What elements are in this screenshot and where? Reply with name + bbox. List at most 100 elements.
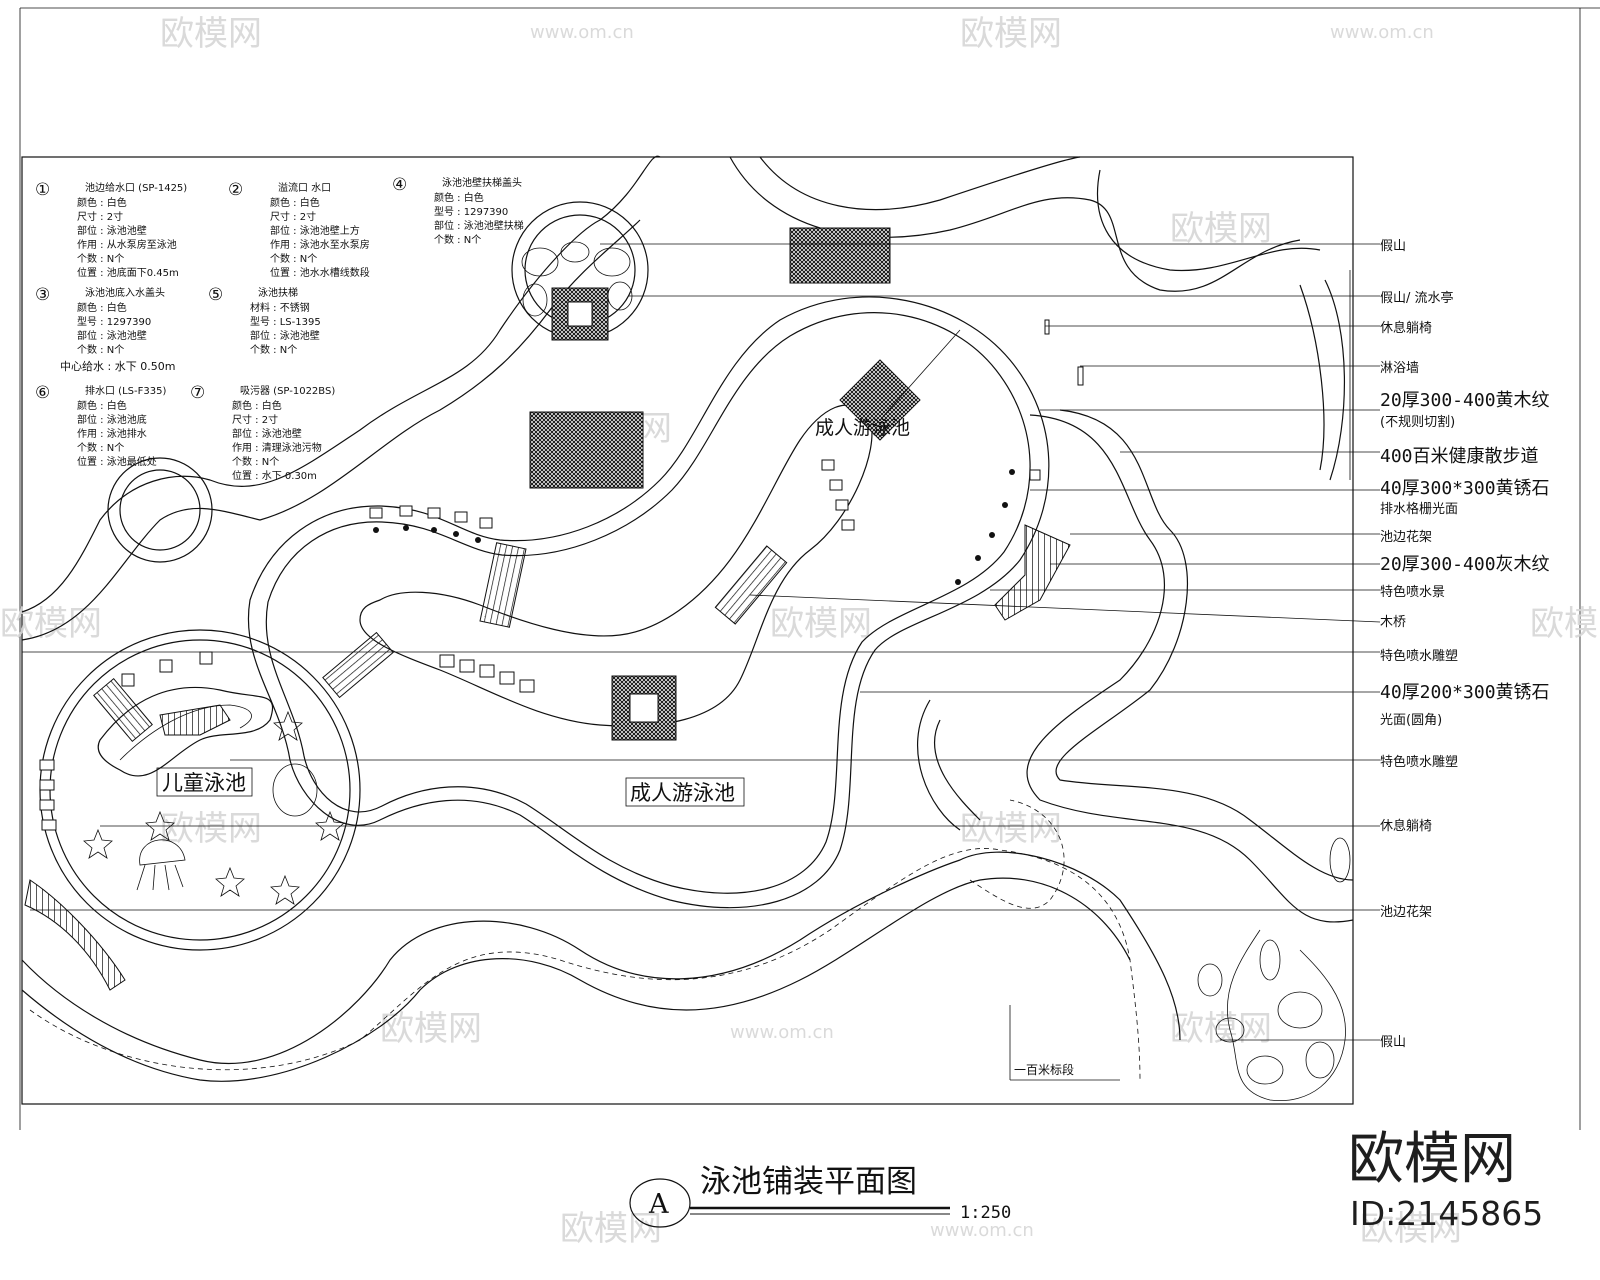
brand-watermark: 欧模网: [1348, 1127, 1516, 1192]
wooden-bridges: [93, 542, 788, 743]
legend-item-detail: 型号 : LS-1395: [250, 315, 321, 328]
legend-item-detail: 尺寸 : 2寸: [77, 210, 123, 223]
callout-label: 休息躺椅: [1380, 818, 1432, 834]
watermark-site: www.om.cn: [930, 1220, 1034, 1241]
legend-item-detail: 个数 : N个: [434, 233, 481, 246]
legend-number: ①: [35, 180, 50, 200]
fountain-sculptures: [611, 359, 921, 741]
legend-item-name: 泳池扶梯: [258, 286, 298, 299]
legend-item-detail: 颜色 : 白色: [77, 196, 127, 209]
watermark-layer: 欧模网 www.om.cn 欧模网 www.om.cn 欧模网 欧模网 欧模网 …: [0, 14, 1600, 1249]
legend-number: ③: [35, 285, 50, 305]
legend-item-detail: 个数 : N个: [232, 455, 279, 468]
drawing-title: 泳池铺装平面图: [700, 1164, 917, 1200]
title-block: A 泳池铺装平面图 1:250: [629, 1164, 1011, 1228]
legend-item-detail: 作用 : 泳池水至水泵房: [270, 238, 370, 251]
callout-label: 木桥: [1380, 615, 1406, 630]
legend-item-name: 池边给水口 (SP-1425): [85, 181, 187, 194]
legend-item-detail: 个数 : N个: [77, 441, 124, 454]
legend-item-detail: 个数 : N个: [77, 343, 124, 356]
drawing-scale: 1:250: [960, 1203, 1011, 1223]
legend-item-detail: 作用 : 清理泳池污物: [232, 441, 322, 454]
watermark-site: www.om.cn: [730, 1022, 834, 1043]
callout-label: 400百米健康散步道: [1380, 446, 1539, 467]
section-mark: A: [648, 1189, 669, 1220]
legend-item-detail: 颜色 : 白色: [77, 301, 127, 314]
legend-item-detail: 部位 : 泳池池底: [77, 413, 147, 426]
legend-extra: 中心给水 : 水下 0.50m: [60, 360, 175, 373]
legend-item-detail: 个数 : N个: [250, 343, 297, 356]
legend-item-name: 泳池池壁扶梯盖头: [442, 176, 522, 189]
walking-path: [21, 155, 1354, 1082]
watermark-brand: 欧模网: [380, 1009, 482, 1049]
watermark-brand: 欧模网: [960, 809, 1062, 849]
watermark-brand: 欧模网: [1170, 1009, 1272, 1049]
callout-label: 池边花架: [1380, 904, 1432, 920]
callout-label: 特色喷水景: [1380, 584, 1445, 600]
legend-item-detail: 部位 : 泳池池壁: [250, 329, 320, 342]
legend-item-name: 溢流口 水口: [278, 181, 331, 194]
section-mark-circle: [629, 1178, 691, 1228]
legend-item-detail: 个数 : N个: [77, 252, 124, 265]
rockery-block-center: [529, 411, 644, 489]
legend-item-detail: 作用 : 泳池排水: [77, 427, 147, 440]
legend-number: ④: [392, 175, 407, 195]
loungers: [39, 319, 1084, 831]
legend-item-detail: 颜色 : 白色: [434, 191, 484, 204]
legend-number: ⑤: [208, 285, 223, 305]
rockery-bottom: [1197, 837, 1351, 1102]
legend-item-detail: 尺寸 : 2寸: [232, 413, 278, 426]
callout-label: 淋浴墙: [1380, 361, 1419, 376]
circle-planter: [107, 457, 213, 563]
pergolas: [24, 524, 1071, 991]
callout-label: 40厚200*300黄锈石: [1380, 682, 1550, 703]
adult-pool: [247, 296, 1050, 909]
fountain-jets: [373, 469, 1015, 585]
callout-label: 20厚300-400黄木纹: [1380, 390, 1550, 411]
watermark-brand: 欧模网: [960, 14, 1062, 54]
sea-decor: [83, 710, 345, 905]
watermark-brand: 欧模网: [1530, 604, 1600, 644]
legend-item-detail: 作用 : 从水泵房至泳池: [77, 238, 177, 251]
rockery-pavilion-island: [511, 201, 649, 341]
callout-label: 假山: [1380, 239, 1406, 254]
sheet-border: [19, 7, 1600, 1130]
legend-item-detail: 部位 : 泳池池壁上方: [270, 224, 360, 237]
legend-number: ⑦: [190, 383, 205, 403]
callout-label: 20厚300-400灰木纹: [1380, 554, 1550, 575]
legend-item-detail: 部位 : 泳池池壁扶梯: [434, 219, 524, 232]
callout-label: (不规则切割): [1380, 414, 1455, 430]
legend-item-detail: 位置 : 池底面下0.45m: [77, 266, 179, 279]
callout-label: 池边花架: [1380, 529, 1432, 545]
callout-leaders: [22, 243, 1381, 1081]
kids-pool-label: 儿童泳池: [162, 771, 246, 795]
track-note: 一百米标段: [1014, 1062, 1074, 1077]
legend-item-detail: 位置 : 泳池最低处: [77, 455, 157, 468]
legend-item-detail: 颜色 : 白色: [77, 399, 127, 412]
adult-pool-label: 成人游泳池: [630, 781, 735, 805]
callout-label: 特色喷水雕塑: [1380, 648, 1458, 664]
kids-pool-label-frame: [156, 767, 253, 797]
legend-item-detail: 位置 : 水下 0.30m: [232, 469, 317, 482]
legend-item-detail: 型号 : 1297390: [434, 205, 508, 218]
legend-item-detail: 部位 : 泳池池壁: [232, 427, 302, 440]
callout-label: 特色喷水雕塑: [1380, 754, 1458, 770]
legend-item-detail: 型号 : 1297390: [77, 315, 151, 328]
callout-label: 假山/ 流水亭: [1380, 290, 1454, 306]
watermark-site: www.om.cn: [1330, 22, 1434, 43]
watermark-brand: 欧模网: [770, 604, 872, 644]
legend-item-name: 吸污器 (SP-1022BS): [240, 385, 335, 397]
callout-label: 40厚300*300黄锈石: [1380, 478, 1550, 499]
legend-number: ⑥: [35, 383, 50, 403]
legend-item-detail: 材料 : 不锈钢: [250, 301, 310, 314]
legend-item-detail: 颜色 : 白色: [232, 399, 282, 412]
watermark-brand: 欧模网: [160, 809, 262, 849]
watermark-brand: 欧模网: [0, 604, 102, 644]
legend-item-name: 泳池池底入水盖头: [85, 286, 165, 299]
watermark-brand: 欧模网: [560, 1209, 662, 1249]
watermark-brand: 欧模网: [1360, 1209, 1462, 1249]
legend-item-detail: 个数 : N个: [270, 252, 317, 265]
